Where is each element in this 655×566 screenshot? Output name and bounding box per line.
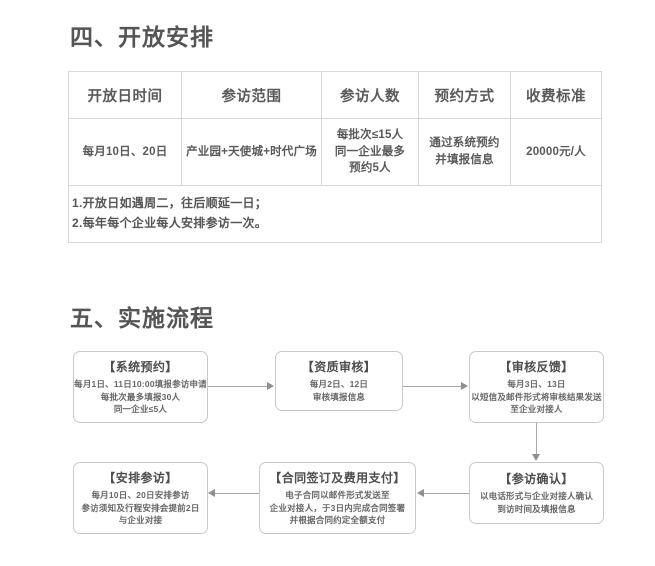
flow-box-title: 【资质审核】 <box>301 360 377 375</box>
table-cell-people-line-3: 预约5人 <box>349 162 391 175</box>
flow-box-review-feedback[interactable]: 【审核反馈】 每月3日、13日 以短信及邮件形式将审核结果发送 至企业对接人 <box>469 351 604 423</box>
section-heading-open-arrangement: 四、开放安排 <box>70 24 214 50</box>
table-header-cell-booking: 预约方式 <box>418 71 511 119</box>
table-notes-cell: 1.开放日如遇周二，往后顺延一日； 2.每年每个企业每人安排参访一次。 <box>68 185 602 243</box>
flow-box-line: 企业对接人，于3日内完成合同签署 <box>269 502 406 513</box>
flow-box-line: 与企业对接 <box>118 515 163 526</box>
table-header-cell-people: 参访人数 <box>321 71 419 119</box>
arrowhead-review-to-feedback <box>461 381 468 390</box>
open-arrangement-table: 开放日时间 参访范围 参访人数 预约方式 收费标准 每月10日、20日 产业园+… <box>68 71 602 243</box>
table-cell-booking-line-2: 并填报信息 <box>435 154 494 166</box>
table-cell-booking-line-1: 通过系统预约 <box>429 137 500 150</box>
flow-box-title: 【合同签订及费用支付】 <box>269 470 406 485</box>
flow-box-title: 【系统预约】 <box>103 359 178 374</box>
table-cell-fee: 20000元/人 <box>510 118 602 186</box>
arrowhead-feedback-to-confirm <box>531 454 540 461</box>
table-header-cell-scope: 参访范围 <box>181 71 322 119</box>
connector-confirm-to-contract <box>424 493 469 494</box>
section-heading-implementation-process: 五、实施流程 <box>70 305 214 331</box>
flow-box-line: 至企业对接人 <box>510 404 563 415</box>
connector-contract-to-arrange <box>215 493 259 494</box>
table-cell-people-line-1: 每批次≤15人 <box>336 128 404 141</box>
table-header-cell-fee: 收费标准 <box>510 71 602 119</box>
flow-box-line: 每月2日、12日 <box>309 379 369 390</box>
flow-box-system-reservation[interactable]: 【系统预约】 每月1日、11日10:00填报参访申请 每批次最多填报30人 同一… <box>73 351 208 423</box>
flow-box-title: 【审核反馈】 <box>499 359 574 374</box>
flow-box-line: 到访时间及填报信息 <box>497 504 576 514</box>
connector-review-to-feedback <box>403 386 462 387</box>
flow-box-line: 同一企业≤5人 <box>113 404 168 415</box>
implementation-flowchart: 【系统预约】 每月1日、11日10:00填报参访申请 每批次最多填报30人 同一… <box>0 340 655 555</box>
table-note-1: 1.开放日如遇周二，往后顺延一日； <box>72 196 268 211</box>
flow-box-line: 参访须知及行程安排会提前2日 <box>81 502 200 513</box>
flow-box-line: 并根据合同约定全额支付 <box>289 515 386 526</box>
flow-box-title: 【参访确认】 <box>499 472 574 487</box>
table-header-cell-open-time: 开放日时间 <box>68 71 182 119</box>
arrowhead-reserve-to-review <box>267 381 274 390</box>
arrowhead-contract-to-arrange <box>208 488 215 497</box>
table-row: 每月10日、20日 产业园+天使城+时代广场 每批次≤15人 同一企业最多 预约… <box>68 118 602 186</box>
table-note-2: 2.每年每个企业每人安排参访一次。 <box>72 216 268 230</box>
flow-box-contract-and-payment[interactable]: 【合同签订及费用支付】 电子合同以邮件形式发送至 企业对接人，于3日内完成合同签… <box>259 462 416 534</box>
flow-box-line: 电子合同以邮件形式发送至 <box>285 489 390 500</box>
connector-reserve-to-review <box>208 386 268 387</box>
flow-box-arrange-visit[interactable]: 【安排参访】 每月10日、20日安排参访 参访须知及行程安排会提前2日 与企业对… <box>73 462 208 534</box>
table-cell-people: 每批次≤15人 同一企业最多 预约5人 <box>321 118 419 186</box>
flow-box-line: 每月3日、13日 <box>507 378 566 389</box>
table-cell-people-line-2: 同一企业最多 <box>334 145 406 158</box>
table-cell-open-time: 每月10日、20日 <box>68 118 182 186</box>
arrowhead-confirm-to-contract <box>417 488 424 497</box>
open-arrangement-table-wrap: 开放日时间 参访范围 参访人数 预约方式 收费标准 每月10日、20日 产业园+… <box>68 71 602 243</box>
flow-box-visit-confirmation[interactable]: 【参访确认】 以电话形式与企业对接人确认 到访时间及填报信息 <box>469 462 604 524</box>
flow-box-line: 审核填报信息 <box>312 392 366 402</box>
table-cell-booking: 通过系统预约 并填报信息 <box>418 118 511 186</box>
table-header-row: 开放日时间 参访范围 参访人数 预约方式 收费标准 <box>68 71 602 119</box>
connector-feedback-to-confirm <box>536 423 537 455</box>
flow-box-qualification-review[interactable]: 【资质审核】 每月2日、12日 审核填报信息 <box>275 351 403 411</box>
flow-box-line: 每月10日、20日安排参访 <box>91 489 190 500</box>
table-cell-scope: 产业园+天使城+时代广场 <box>181 118 322 186</box>
flow-box-title: 【安排参访】 <box>103 470 178 485</box>
flow-box-line: 以电话形式与企业对接人确认 <box>479 491 594 502</box>
flow-box-line: 每月1日、11日10:00填报参访申请 <box>74 378 207 389</box>
flow-box-line: 每批次最多填报30人 <box>100 391 181 402</box>
flow-box-line: 以短信及邮件形式将审核结果发送 <box>471 391 602 402</box>
table-notes-row: 1.开放日如遇周二，往后顺延一日； 2.每年每个企业每人安排参访一次。 <box>68 185 602 243</box>
